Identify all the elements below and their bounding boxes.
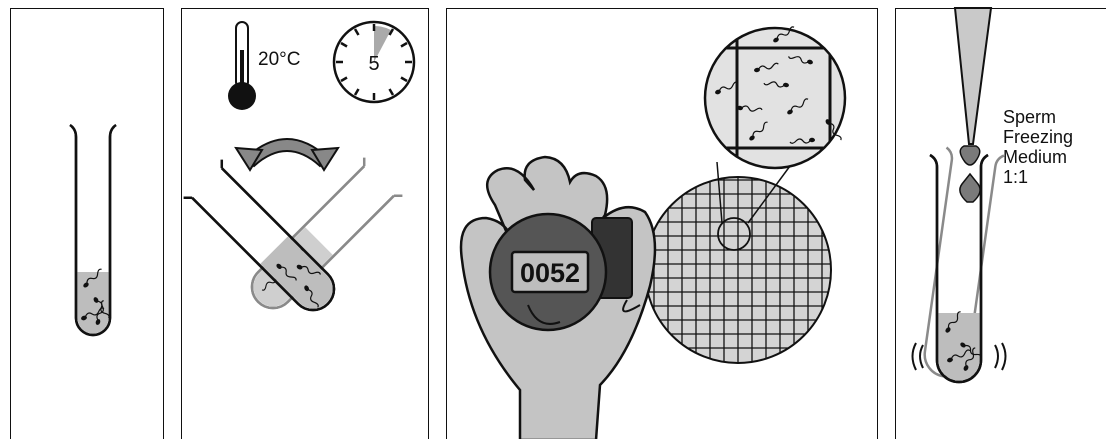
timer-value: 5: [368, 53, 379, 75]
medium-label-line-4: 1:1: [1003, 167, 1029, 187]
pipette: [953, 7, 993, 203]
panel-sample-tube: [10, 8, 164, 439]
medium-label-line-3: Medium: [1003, 147, 1068, 167]
test-tube: [69, 123, 117, 337]
tube-inverted: [183, 159, 336, 312]
invert-arrow-icon: [234, 138, 340, 172]
medium-label-line-2: Freezing: [1003, 127, 1074, 147]
medium-label: Sperm Freezing Medium 1:1: [1003, 107, 1073, 187]
timer-icon: [332, 20, 416, 104]
temperature-label: 20°C: [258, 49, 300, 70]
counter-display: 0052: [520, 258, 580, 288]
medium-label-line-1: Sperm: [1003, 107, 1057, 127]
thermometer-icon: [228, 21, 256, 110]
hand-with-counter: [459, 155, 657, 439]
magnified-grid: [703, 25, 847, 170]
hemocytometer-grid: [644, 161, 832, 364]
shake-motion-marks: [911, 342, 1007, 371]
mixing-tube: [929, 153, 989, 384]
